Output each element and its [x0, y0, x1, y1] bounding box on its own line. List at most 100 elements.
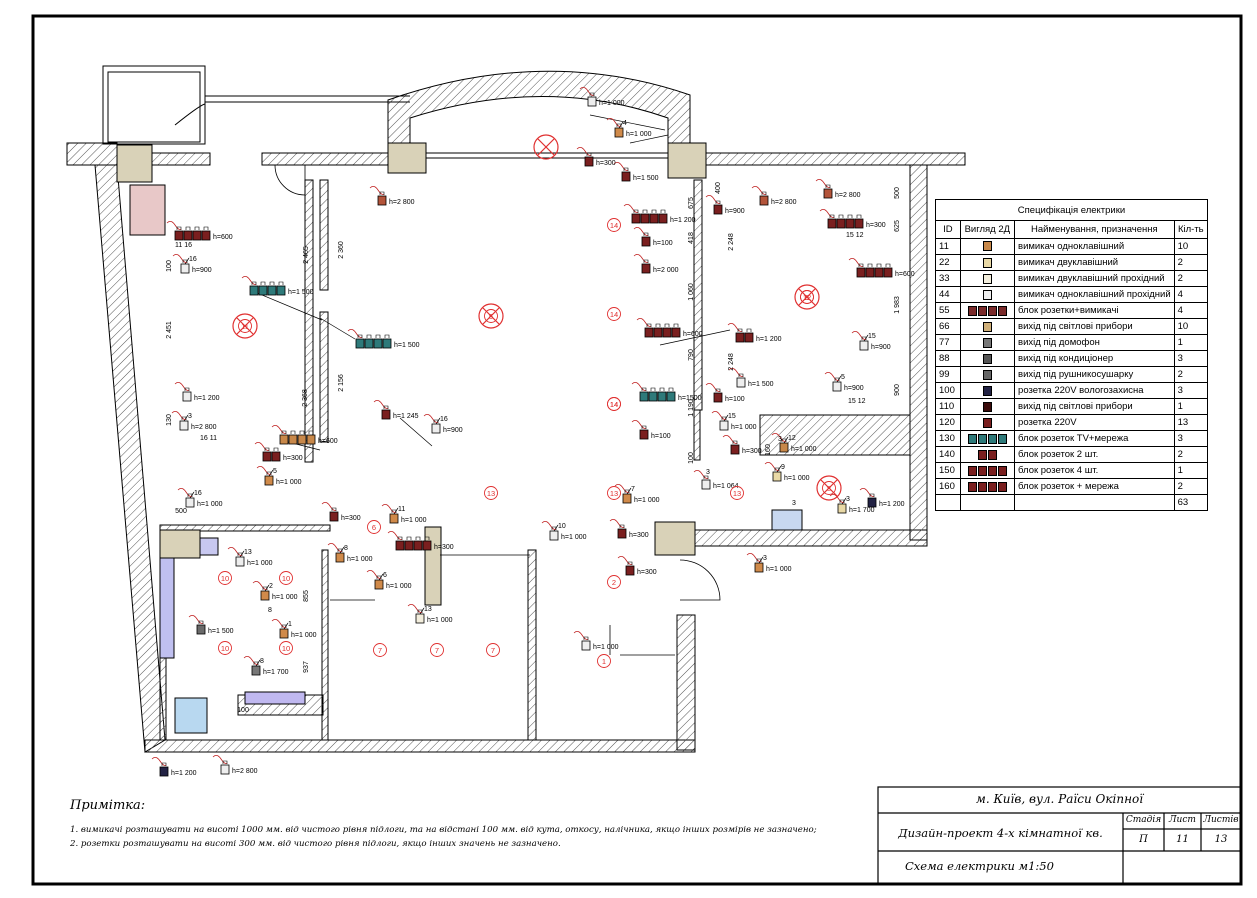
fixture-height-label: h=1 000 — [272, 594, 298, 601]
spec-name: вихід під світлові прибори — [1014, 318, 1175, 336]
room-circle-icon — [430, 643, 444, 657]
outlet-pin-icon — [551, 526, 557, 530]
spec-symbol — [959, 398, 1016, 416]
outlet-icon — [859, 340, 869, 351]
tag-label: 11 16 — [175, 242, 192, 249]
fixture: h=2 800 — [220, 760, 258, 775]
outlet-icon — [639, 429, 649, 440]
wire-squiggle — [366, 570, 382, 579]
outlet-pin-icon — [829, 214, 835, 218]
fixture-height-label: h=1 000 — [427, 617, 453, 624]
outlet-pin-icon — [337, 548, 343, 552]
title-sheet-label: Лист — [1169, 815, 1196, 825]
room-circle-icon — [597, 654, 611, 668]
fixture-tag-label: 13 — [424, 606, 432, 613]
outlet-icon — [389, 513, 399, 524]
fixture-height-label: h=2 800 — [835, 192, 861, 199]
dimension-label: 100 — [688, 452, 695, 464]
outlet-pin-icon — [641, 387, 647, 391]
title-stage-label: Стадія — [1125, 815, 1162, 825]
ceiling-light-icon — [533, 134, 559, 160]
spec-name: блок розеток 4 шт. — [1014, 462, 1175, 480]
fixture: h=100 — [641, 232, 673, 247]
spec-qty: 4 — [1173, 302, 1209, 320]
dimension-label: 625 — [894, 220, 901, 232]
fixture-height-label: h=600 — [895, 271, 915, 278]
outlet-icon — [735, 332, 745, 343]
fixture: h=300 — [827, 214, 886, 229]
outlet-icon — [666, 391, 676, 402]
outlet-icon — [617, 528, 627, 539]
dimension-label: 418 — [688, 232, 695, 244]
fixture: h=1 200 — [867, 493, 905, 508]
spec-name: вимикач двуклавішний прохідний — [1014, 270, 1175, 288]
fixture: h=1 200 — [735, 328, 782, 343]
wire-squiggle — [573, 631, 589, 640]
outlet-icon — [262, 451, 272, 462]
outlet-icon — [183, 230, 193, 241]
spec-qty: 3 — [1173, 430, 1209, 448]
fixture: h=1 000 — [587, 92, 625, 107]
fixture: h=300 — [730, 440, 762, 455]
title-sheet-name: Схема електрики м1:50 — [905, 859, 1054, 873]
outlet-icon — [658, 213, 668, 224]
spec-qty: 3 — [1173, 382, 1209, 400]
outlet-pin-icon — [715, 388, 721, 392]
ceiling-light-icon — [816, 475, 842, 501]
outlet-icon — [744, 332, 754, 343]
outlet-pin-icon — [391, 509, 397, 513]
room-number: 14 — [610, 400, 618, 409]
wire-squiggle — [848, 258, 864, 267]
outlet-pin-icon — [406, 536, 412, 540]
outlet-icon — [258, 285, 268, 296]
dimension-label: 100 — [166, 260, 173, 272]
outlet-icon — [671, 327, 681, 338]
spec-header-view: Вигляд 2Д — [959, 220, 1016, 239]
wire-squiggle — [327, 543, 343, 552]
tag-label: 8 — [268, 607, 272, 614]
spec-name: вихід під рушникосушарку — [1014, 366, 1175, 384]
outlet-pin-icon — [379, 191, 385, 195]
dimension-label: 2 156 — [338, 374, 345, 392]
room-marker: 7 — [373, 643, 387, 657]
outlet-icon — [415, 613, 425, 624]
fixture-tag-label: 5 — [841, 374, 845, 381]
outlet-pin-icon — [417, 609, 423, 613]
dimension-label: 2 360 — [338, 241, 345, 259]
wire-squiggle — [764, 462, 780, 471]
fixture-height-label: h=100 — [725, 396, 745, 403]
outlet-icon — [431, 423, 441, 434]
spec-id: 140 — [935, 446, 961, 464]
outlet-icon — [192, 230, 202, 241]
outlet-icon — [355, 338, 365, 349]
outlet-icon — [581, 640, 591, 651]
spec-id: 55 — [935, 302, 961, 320]
spec-name: розетка 220V вологозахисна — [1014, 382, 1175, 400]
outlet-icon — [874, 267, 884, 278]
wire-squiggle — [609, 519, 625, 528]
dimension-label: 790 — [688, 349, 695, 361]
spec-name: блок розеток 2 шт. — [1014, 446, 1175, 464]
wire-squiggle — [227, 547, 243, 556]
outlet-icon — [759, 195, 769, 206]
outlet-icon — [779, 442, 789, 453]
spec-id: 22 — [935, 254, 961, 272]
fixture-tag-label: 7 — [631, 486, 635, 493]
spec-name: блок розетки+вимикачі — [1014, 302, 1175, 320]
outlet-pin-icon — [838, 214, 844, 218]
outlet-icon — [235, 556, 245, 567]
fixture-height-label: h=1 000 — [634, 497, 660, 504]
room-number: 13 — [487, 489, 495, 498]
